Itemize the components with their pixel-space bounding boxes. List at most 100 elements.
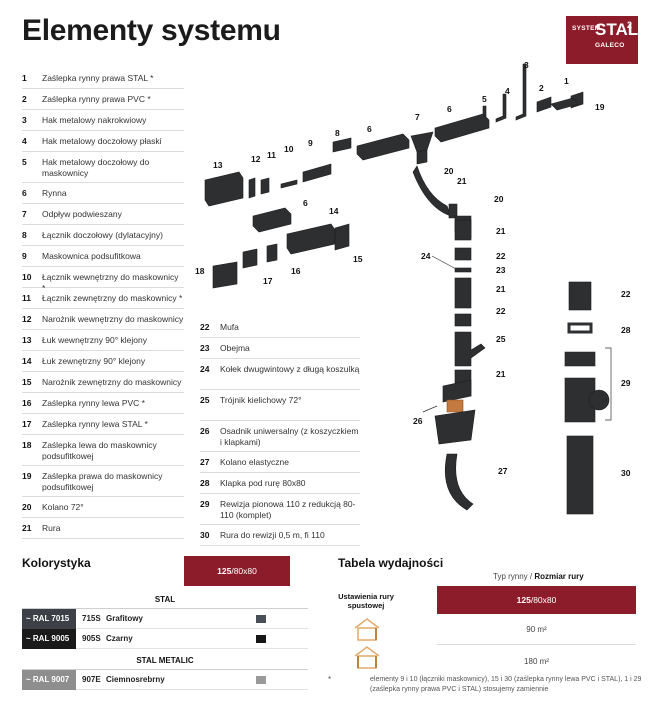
- part-7-outlet: [410, 131, 434, 153]
- element-label: Łącznik wewnętrzny do maskownicy *: [42, 272, 179, 293]
- element-label: Hak metalowy nakrokwiowy: [42, 115, 147, 125]
- element-number: 14: [22, 356, 32, 366]
- logo-stal: STAL: [595, 20, 639, 39]
- kolorystyka-size-bold: 125: [217, 566, 232, 576]
- wydajnosc-value-1: 90 m²: [526, 625, 547, 634]
- subheading-size: Rozmiar rury: [534, 572, 584, 581]
- element-label: Trójnik kielichowy 72°: [220, 395, 302, 405]
- callout-9: 9: [308, 138, 313, 148]
- element-number: 6: [22, 188, 27, 198]
- color-code: 907E: [82, 675, 101, 684]
- callout-23: 23: [496, 265, 506, 275]
- kolorystyka-size-rest: /80x80: [231, 566, 257, 576]
- ral-label: ~ RAL 9007: [22, 669, 76, 690]
- wydajnosc-size-bar: 125/80x80: [437, 586, 636, 614]
- element-label: Hak metalowy doczołowy płaski: [42, 136, 162, 146]
- color-code: 905S: [82, 634, 101, 643]
- ral-label: ~ RAL 9005: [22, 628, 76, 649]
- note-asterisk: *: [328, 675, 332, 684]
- wydajnosc-size-bold: 125: [516, 595, 531, 605]
- element-label: Narożnik wewnętrzny do maskownicy: [42, 314, 184, 324]
- element-number: 3: [22, 115, 27, 125]
- element-label: Mufa: [220, 322, 239, 332]
- part-13-inner-bend: [204, 171, 244, 207]
- part-26-trap-top: [442, 379, 472, 403]
- element-label: Kolano elastyczne: [220, 457, 289, 467]
- color-row: ~ RAL 9007 907E Ciemnosrebrny: [22, 669, 308, 690]
- part-2-end-cap-pvc: [536, 96, 552, 113]
- part-12-inner-corner: [248, 177, 256, 199]
- element-label: Maskownica podsufitkowa: [42, 251, 141, 261]
- element-number: 19: [22, 471, 32, 481]
- callout-29: 29: [621, 378, 631, 388]
- element-number: 20: [22, 502, 32, 512]
- element-list-item: 8 Łącznik doczołowy (dylatacyjny): [22, 225, 184, 246]
- element-number: 25: [200, 395, 210, 405]
- part-25-tee: [454, 331, 486, 367]
- element-number: 21: [22, 523, 32, 533]
- callout-13: 13: [213, 160, 223, 170]
- part-22-sleeve-b: [454, 313, 472, 327]
- callout-28: 28: [621, 325, 631, 335]
- footnote: elementy 9 i 10 (łączniki maskownicy), 1…: [370, 676, 642, 693]
- callout-3: 3: [524, 60, 529, 70]
- diagram-illustration: [204, 63, 612, 515]
- element-label: Klapka pod rurę 80x80: [220, 478, 306, 488]
- callout-18: 18: [195, 266, 205, 276]
- element-number: 16: [22, 398, 32, 408]
- group-stal: STAL: [154, 595, 176, 604]
- kolorystyka-heading: Kolorystyka: [22, 556, 91, 570]
- logo-sup: 2: [627, 20, 633, 30]
- element-label: Łącznik doczołowy (dylatacyjny): [42, 230, 163, 240]
- page-title: Elementy systemu: [22, 14, 281, 47]
- callout-10: 10: [284, 144, 294, 154]
- element-number: 2: [22, 94, 27, 104]
- callout-4: 4: [505, 86, 510, 96]
- part-30-pipe: [566, 435, 594, 515]
- part-19-right-cap: [550, 97, 580, 111]
- part-4-hook-flat: [495, 93, 507, 123]
- color-swatch: [256, 634, 266, 643]
- element-number: 8: [22, 230, 27, 240]
- callout-20-top: 20: [444, 166, 454, 176]
- callout-21-a: 21: [496, 226, 506, 236]
- part-14-outer-bend: [286, 223, 336, 255]
- callout-25: 25: [496, 334, 506, 344]
- part-26-trap: [434, 409, 476, 445]
- callout-24: 24: [421, 251, 431, 261]
- callout-21-top: 21: [457, 176, 467, 186]
- element-number: 10: [22, 272, 32, 282]
- element-number: 26: [200, 426, 210, 436]
- subheading-type: Typ rynny /: [493, 572, 535, 581]
- element-list-item: 14 Łuk zewnętrzny 90° klejony: [22, 351, 184, 372]
- house-two-downpipes-icon: [354, 646, 380, 669]
- part-16-left-cap-pvc: [266, 243, 278, 263]
- part-8-connector: [332, 137, 352, 153]
- element-label: Łuk zewnętrzny 90° klejony: [42, 356, 146, 366]
- part-23-clamp: [454, 267, 472, 273]
- part-21-pipe-b: [454, 277, 472, 309]
- element-list-item: 10 Łącznik wewnętrzny do maskownicy *: [22, 267, 184, 293]
- part-21-pipe-a: [454, 219, 472, 241]
- part-22-sleeve-right: [568, 281, 592, 311]
- color-name: Grafitowy: [106, 614, 143, 623]
- part-15-outer-corner: [334, 223, 350, 251]
- callout-6-top: 6: [447, 104, 452, 114]
- house-one-downpipe-icon: [354, 618, 380, 641]
- ral-label: ~ RAL 7015: [22, 608, 76, 629]
- part-6-gutter-mid: [356, 133, 410, 161]
- element-label: Łuk wewnętrzny 90° klejony: [42, 335, 147, 345]
